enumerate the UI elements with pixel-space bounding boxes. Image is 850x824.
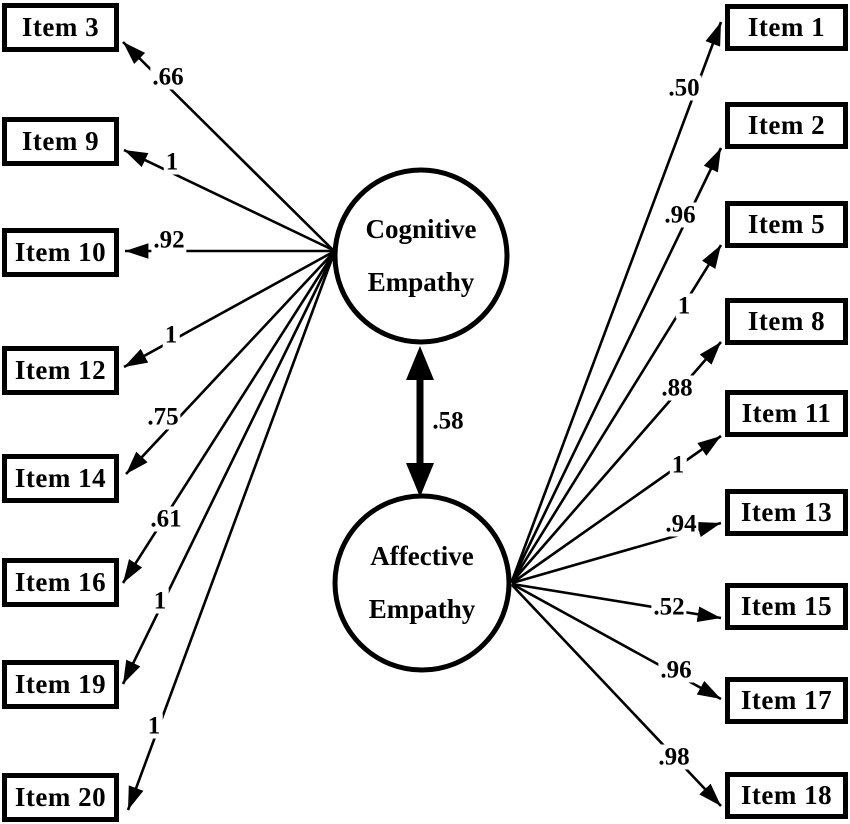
loading-item-10: .92 <box>151 226 187 254</box>
loading-item-3: .66 <box>150 63 186 91</box>
cognitive-loading-arrows <box>121 41 335 811</box>
item-20-box: Item 20 <box>2 773 119 822</box>
item-20-label: Item 20 <box>14 782 107 812</box>
affective-empathy-label: Affective Empathy <box>369 543 476 623</box>
cognitive-empathy-label: Cognitive Empathy <box>366 216 477 296</box>
item-5-box: Item 5 <box>725 201 848 248</box>
loading-item-20: 1 <box>145 712 163 740</box>
loading-item-17: .96 <box>658 656 694 684</box>
loading-item-2: .96 <box>662 201 698 229</box>
item-16-label: Item 16 <box>14 567 107 597</box>
item-17-box: Item 17 <box>725 677 848 724</box>
loading-item-8: .88 <box>659 374 695 402</box>
covariance-value: .58 <box>430 407 466 435</box>
cognitive-empathy-label-line2: Empathy <box>367 267 475 297</box>
item-3-label: Item 3 <box>21 12 100 42</box>
loading-item-13: .94 <box>663 510 699 538</box>
affective-empathy-circle <box>332 493 512 673</box>
cognitive-empathy-circle <box>332 167 510 345</box>
loading-item-19: 1 <box>151 587 169 615</box>
item-10-box: Item 10 <box>2 228 119 277</box>
item-15-box: Item 15 <box>725 583 848 630</box>
item-10-label: Item 10 <box>14 237 107 267</box>
item-19-label: Item 19 <box>14 669 107 699</box>
item-8-label: Item 8 <box>747 306 826 336</box>
loading-item-11: 1 <box>669 451 687 479</box>
item-18-box: Item 18 <box>725 772 848 819</box>
item-11-box: Item 11 <box>725 390 848 437</box>
item-1-label: Item 1 <box>747 12 826 42</box>
item-12-label: Item 12 <box>14 355 107 385</box>
loading-item-18: .98 <box>656 743 692 771</box>
item-13-label: Item 13 <box>740 497 833 527</box>
item-15-label: Item 15 <box>740 591 833 621</box>
item-9-label: Item 9 <box>21 126 100 156</box>
item-14-box: Item 14 <box>2 454 119 503</box>
item-1-box: Item 1 <box>725 4 848 51</box>
item-11-label: Item 11 <box>741 398 832 428</box>
loading-item-16: .61 <box>148 505 184 533</box>
loading-item-14: .75 <box>145 403 181 431</box>
item-14-label: Item 14 <box>14 463 107 493</box>
item-12-box: Item 12 <box>2 346 119 395</box>
item-9-box: Item 9 <box>2 117 119 166</box>
affective-loading-arrows <box>510 21 723 807</box>
cognitive-empathy-label-line1: Cognitive <box>365 214 477 244</box>
item-5-label: Item 5 <box>747 209 826 239</box>
loading-item-12: 1 <box>162 321 180 349</box>
covariance-arrow <box>406 346 434 497</box>
affective-empathy-label-line2: Empathy <box>368 594 476 624</box>
item-16-box: Item 16 <box>2 558 119 607</box>
affective-empathy-label-line1: Affective <box>370 541 474 571</box>
item-8-box: Item 8 <box>725 298 848 345</box>
item-19-box: Item 19 <box>2 660 119 709</box>
loading-item-9: 1 <box>163 148 181 176</box>
loading-item-1: .50 <box>666 74 702 102</box>
item-13-box: Item 13 <box>725 489 848 536</box>
item-18-label: Item 18 <box>740 780 833 810</box>
loading-item-5: 1 <box>675 292 693 320</box>
item-3-box: Item 3 <box>2 3 119 52</box>
item-17-label: Item 17 <box>740 685 833 715</box>
loading-item-15: .52 <box>651 593 687 621</box>
item-2-box: Item 2 <box>725 102 848 149</box>
item-2-label: Item 2 <box>747 110 826 140</box>
